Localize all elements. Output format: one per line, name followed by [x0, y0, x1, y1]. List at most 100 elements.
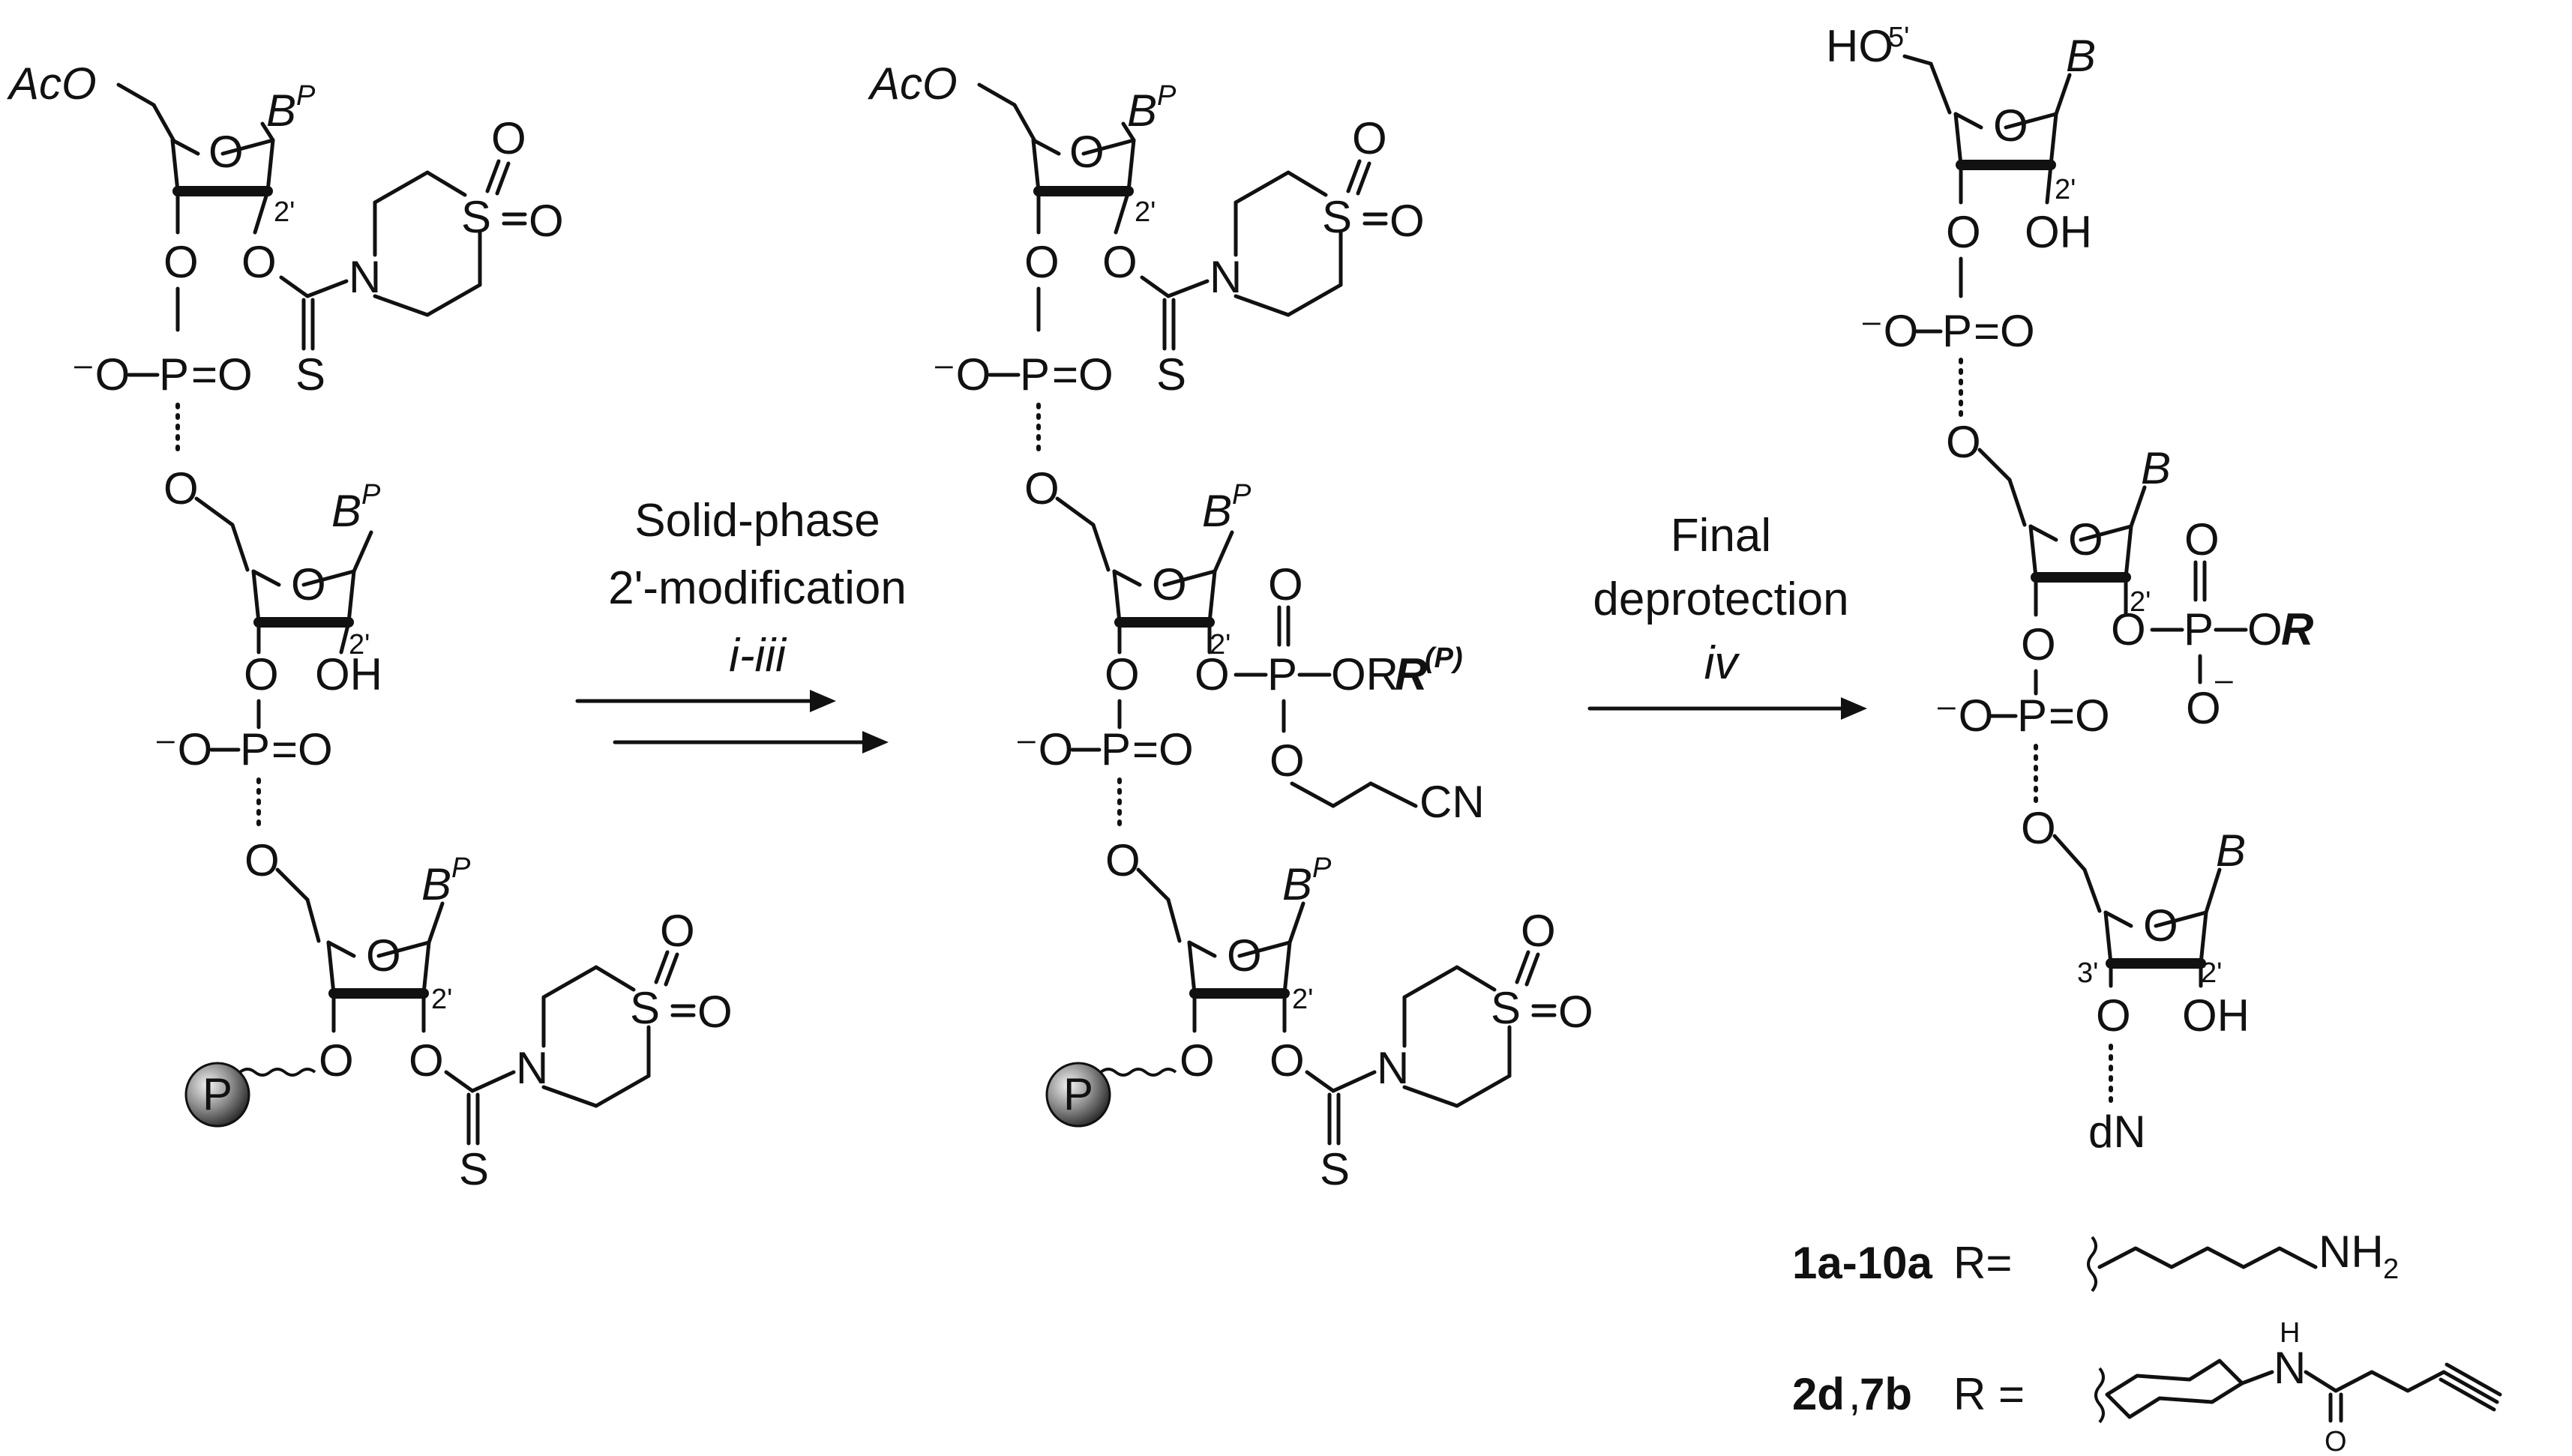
- o5-label: O: [163, 463, 199, 514]
- reaction-arrow-1: Solid-phase 2'-modification i-iii: [575, 495, 907, 753]
- step2-line2: deprotection: [1593, 574, 1848, 625]
- nucleobase-label: B: [266, 85, 296, 136]
- o2-label: O: [241, 237, 277, 287]
- phosphate-oxyanion-2: ⁻O: [154, 724, 212, 774]
- phosphodiester-oxo: O: [2184, 514, 2220, 565]
- o3-label-3: O: [319, 1035, 354, 1086]
- phosphotriester-p: P: [1267, 649, 1297, 700]
- position-2-right-2: 2': [2130, 586, 2151, 618]
- middle-structure: AcO O B P 2' O O S N S O O ⁻O P: [868, 58, 1593, 1194]
- position-2-label-mid-3: 2': [1292, 984, 1313, 1015]
- ring-oxygen-2: O: [291, 559, 326, 610]
- o2-label-mid: O: [1102, 237, 1138, 287]
- o2-phosphate-right: O: [2111, 604, 2146, 655]
- o3-label-mid-2: O: [1105, 649, 1140, 700]
- base-right-3: B: [2216, 825, 2246, 876]
- sulfone-s-label-mid: S: [1322, 192, 1352, 242]
- nitrile-label: CN: [1419, 777, 1485, 827]
- position-2-right-3: 2': [2201, 957, 2222, 989]
- cyclohexane-ring: [2105, 1359, 2244, 1419]
- phosphoryl-oxygen-mid: =O: [1052, 349, 1114, 400]
- solid-support-bead-mid: [1045, 1062, 1111, 1128]
- r-group-legend: 1a-10a R= NH 2 2d , 7b R = N H O: [1792, 1227, 2502, 1456]
- phosphate-oxyanion-right-1: ⁻O: [1860, 306, 1918, 356]
- phosphoryl-oxygen-2: =O: [271, 724, 333, 774]
- thione-s-label-mid: S: [1156, 349, 1186, 400]
- hydroxyl-5-label: HO: [1826, 21, 1893, 71]
- r-protected-sup: (P): [1425, 643, 1463, 674]
- o2-phosphate-label: O: [1195, 649, 1230, 700]
- amine-label: NH: [2319, 1227, 2384, 1277]
- legend-r-1: R=: [1953, 1238, 2012, 1288]
- acetoxy-label: AcO: [7, 58, 97, 109]
- pentynyl-chain: [2334, 1370, 2446, 1393]
- o5-label-3: O: [244, 835, 280, 885]
- nucleobase-label-3: B: [421, 859, 451, 909]
- thione-s-label: S: [295, 349, 325, 400]
- phosphate-oxyanion-mid-2: ⁻O: [1015, 724, 1073, 774]
- sulfone-o1-3: O: [660, 906, 695, 956]
- nucleobase-label-2: B: [331, 486, 361, 536]
- or-label: OR: [1331, 649, 1398, 700]
- step1-line3: i-iii: [729, 630, 787, 682]
- o3-right-3: O: [2096, 990, 2131, 1041]
- r-group-right: R: [2281, 604, 2313, 655]
- solid-support-bead: [184, 1062, 250, 1128]
- amine-subscript: 2: [2383, 1254, 2399, 1285]
- attachment-wavy-1: [2087, 1236, 2097, 1293]
- sulfone-s-label-3: S: [630, 983, 660, 1033]
- thione-s-label-mid-3: S: [1320, 1144, 1350, 1194]
- o3-label: O: [163, 237, 199, 287]
- ring-oxygen-mid: O: [1069, 127, 1105, 177]
- base-right-2: B: [2141, 443, 2171, 493]
- base-protection-sup-3: P: [451, 852, 471, 884]
- acetoxy-label-mid: AcO: [868, 58, 958, 109]
- o3-right-1: O: [1946, 207, 1981, 257]
- phosphorus-label-2: P: [240, 724, 270, 774]
- amide-h-label: H: [2280, 1317, 2300, 1349]
- amide-o-label: O: [2325, 1426, 2347, 1456]
- ring-oxygen-right-3: O: [2143, 900, 2178, 951]
- legend-entry-2: 2d , 7b R = N H O: [1792, 1317, 2502, 1456]
- sulfone-o1-mid-3: O: [1521, 906, 1556, 956]
- hydroxyl-2-label: OH: [315, 649, 382, 700]
- phosphotriester-oxo: O: [1268, 559, 1303, 610]
- solid-support-label: P: [202, 1069, 232, 1119]
- step2-line1: Final: [1671, 510, 1771, 562]
- phosphorus-right-2: P: [2017, 691, 2047, 741]
- phosphorus-right-1: P: [1942, 306, 1972, 356]
- step1-line1: Solid-phase: [634, 495, 880, 547]
- position-2-label-mid-2: 2': [1210, 629, 1231, 661]
- phosphorus-label-mid-2: P: [1101, 724, 1131, 774]
- base-protection-sup-mid-3: P: [1312, 852, 1332, 884]
- nucleobase-label-mid-3: B: [1282, 859, 1312, 909]
- position-2-label-mid: 2': [1135, 196, 1156, 228]
- legend-entry-1: 1a-10a R= NH 2: [1792, 1227, 2399, 1293]
- phosphoryl-oxygen-mid-2: =O: [1132, 724, 1194, 774]
- o3-right-2: O: [2021, 619, 2056, 670]
- thione-s-label-3: S: [459, 1144, 489, 1194]
- reaction-arrow-2: Final deprotection iv: [1587, 510, 1867, 720]
- o5-label-mid-3: O: [1105, 835, 1141, 885]
- step2-line3: iv: [1704, 637, 1740, 689]
- phosphodiester-o-r: O: [2247, 604, 2283, 655]
- sulfone-o2-mid: O: [1389, 196, 1425, 246]
- legend-compounds-2b: 7b: [1860, 1369, 1912, 1419]
- base-protection-sup: P: [296, 80, 316, 112]
- sulfone-o2-mid-3: O: [1558, 987, 1593, 1037]
- legend-compounds-1: 1a-10a: [1792, 1238, 1932, 1288]
- sulfone-o2-3: O: [697, 987, 733, 1037]
- hydroxyl-2-right-3: OH: [2182, 990, 2250, 1041]
- phosphorus-label-mid: P: [1020, 349, 1050, 400]
- sulfone-s-label-mid-3: S: [1491, 983, 1521, 1033]
- ring-oxygen: O: [208, 127, 244, 177]
- o3-label-mid: O: [1024, 237, 1060, 287]
- ring-oxygen-3: O: [366, 930, 401, 981]
- o2-label-mid-3: O: [1270, 1035, 1305, 1086]
- ring-oxygen-mid-2: O: [1152, 559, 1187, 610]
- base-right-1: B: [2066, 31, 2096, 81]
- sulfone-o1-mid: O: [1352, 113, 1387, 163]
- sulfone-s-label: S: [461, 192, 491, 242]
- attachment-wavy-2: [2094, 1367, 2105, 1424]
